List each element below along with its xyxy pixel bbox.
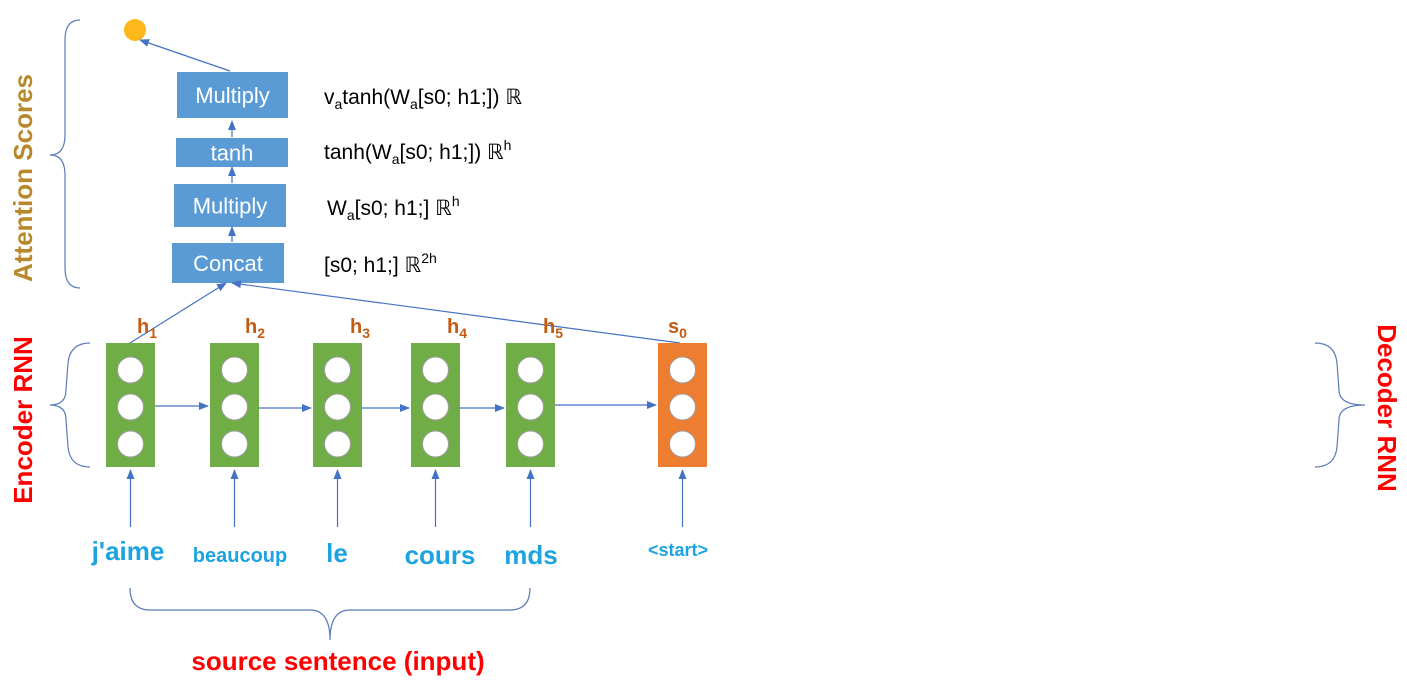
input-word-3: le — [326, 538, 348, 568]
decoder-cell — [658, 343, 707, 467]
attention-score-dot — [124, 19, 146, 41]
encoder-cell-2 — [210, 343, 259, 467]
encoder-state-label-3: h3 — [350, 316, 370, 341]
decoder-cell-unit-3 — [669, 430, 696, 458]
input-word-5: mds — [504, 540, 557, 570]
encoder-cell-4 — [411, 343, 460, 467]
encoder-cell-2-unit-3 — [221, 430, 248, 458]
rnn-cells: h1 j'aime h2 beaucoup h3 le h4 cours h5 mds s0 <sta… — [91, 316, 708, 570]
attention-stack: Multiply vatanh(Wa[s0; h1;]) ℝ tanh tanh(Wa… — [172, 72, 522, 283]
multiply-bottom-label: Multiply — [193, 194, 268, 219]
encoder-cell-5 — [506, 343, 555, 467]
encoder-cell-5-unit-2 — [517, 393, 544, 421]
encoder-cell-2-unit-1 — [221, 356, 248, 384]
arrow-h1-to-concat — [129, 282, 227, 344]
decoder-brace — [1314, 342, 1366, 468]
concat-formula: [s0; h1;] ℝ2h — [324, 250, 437, 277]
source-sentence-brace — [129, 587, 531, 641]
arrow-to-score — [139, 39, 231, 72]
encoder-state-label-2: h2 — [245, 316, 265, 341]
encoder-cell-4-unit-2 — [422, 393, 449, 421]
source-sentence-label: source sentence (input) — [191, 646, 484, 676]
multiply-top-label: Multiply — [195, 83, 270, 108]
encoder-cell-1-unit-1 — [117, 356, 144, 384]
encoder-cell-5-unit-1 — [517, 356, 544, 384]
encoder-cell-4-unit-3 — [422, 430, 449, 458]
concat-label: Concat — [193, 251, 263, 276]
decoder-input-word: <start> — [648, 540, 708, 560]
arrow-s0-to-concat — [231, 280, 681, 344]
multiply-top-formula: vatanh(Wa[s0; h1;]) ℝ — [324, 86, 522, 112]
encoder-cell-3 — [313, 343, 362, 467]
encoder-cell-3-unit-3 — [324, 430, 351, 458]
encoder-rnn-label: Encoder RNN — [8, 336, 38, 504]
encoder-state-label-4: h4 — [447, 316, 467, 341]
multiply-top-box — [177, 72, 288, 118]
input-word-2: beaucoup — [193, 545, 287, 567]
decoder-cell-unit-2 — [669, 393, 696, 421]
encoder-cell-3-unit-2 — [324, 393, 351, 421]
input-word-4: cours — [405, 540, 476, 570]
tanh-label: tanh — [211, 141, 254, 166]
encoder-cell-3-unit-1 — [324, 356, 351, 384]
encoder-cell-1 — [106, 343, 155, 467]
concat-box — [172, 243, 284, 283]
multiply-bottom-box — [174, 184, 286, 227]
input-word-1: j'aime — [91, 536, 165, 566]
decoder-state-label: s0 — [668, 316, 687, 341]
encoder-brace — [49, 342, 91, 468]
encoder-cell-1-unit-3 — [117, 430, 144, 458]
encoder-cell-5-unit-3 — [517, 430, 544, 458]
tanh-formula: tanh(Wa[s0; h1;]) ℝh — [324, 137, 511, 167]
encoder-cell-2-unit-2 — [221, 393, 248, 421]
attention-scores-label: Attention Scores — [8, 74, 38, 282]
encoder-state-label-1: h1 — [137, 316, 157, 341]
encoder-state-label-5: h5 — [543, 316, 563, 341]
tanh-box — [176, 138, 288, 167]
attention-scores-brace — [49, 19, 81, 289]
encoder-cell-1-unit-2 — [117, 393, 144, 421]
encoder-cell-4-unit-1 — [422, 356, 449, 384]
multiply-bottom-formula: Wa[s0; h1;] ℝh — [327, 193, 460, 223]
decoder-cell-unit-1 — [669, 356, 696, 384]
decoder-rnn-label: Decoder RNN — [1372, 324, 1402, 492]
